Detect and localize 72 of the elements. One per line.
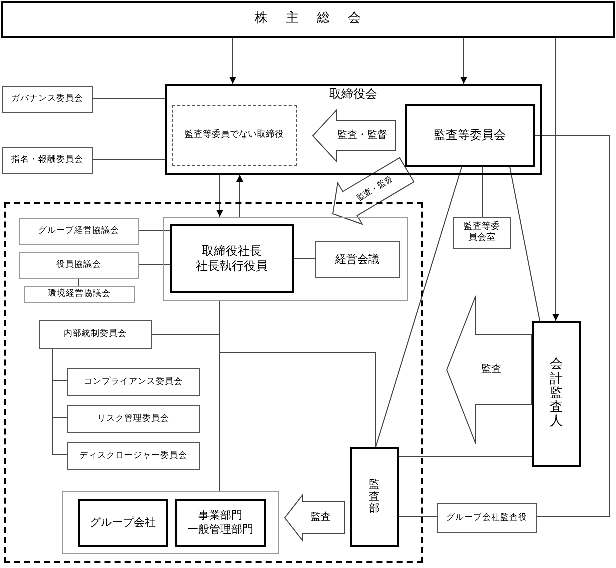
box-label: グループ会社	[90, 516, 156, 530]
block-arrow	[446, 296, 532, 444]
box-label: 監査等委員会	[434, 128, 506, 143]
connector-line	[398, 516, 438, 518]
connector-line	[138, 230, 170, 232]
connector-line	[294, 258, 316, 260]
box-label: 指名・報酬委員会	[12, 155, 84, 166]
org-box	[315, 241, 400, 278]
box-label: 監査等委員でない取締役	[185, 130, 284, 142]
org-box	[453, 217, 511, 249]
connector-line	[376, 166, 462, 448]
org-box	[405, 104, 535, 167]
box-label: 役員協議会	[56, 260, 102, 271]
arrow	[216, 174, 224, 218]
org-box	[67, 368, 200, 396]
group-frame	[62, 491, 279, 554]
box-title: 取締役会	[330, 87, 378, 102]
box-label: 環境経営協議会	[48, 289, 111, 300]
box-label: 監査等委員会室	[464, 222, 500, 244]
edge-label: 監査・監督	[336, 131, 388, 141]
connector-line	[534, 136, 610, 518]
connector-line	[398, 456, 532, 458]
block-arrow	[332, 157, 415, 226]
arrow	[552, 38, 560, 322]
box-label: 取締役社長	[202, 244, 262, 258]
edge-label: 監査	[480, 365, 502, 375]
box-label: ディスクロージャー委員会	[80, 450, 188, 462]
group-frame	[163, 217, 408, 301]
org-box	[165, 84, 542, 175]
org-box	[175, 499, 266, 547]
box-label: 内部統制委員会	[64, 329, 127, 340]
org-box	[532, 321, 581, 467]
block-arrow	[312, 108, 396, 164]
dashed-box	[172, 105, 297, 166]
org-box	[1, 1, 615, 38]
edge-label: 監査	[310, 513, 332, 523]
box-label: リスク管理委員会	[98, 414, 170, 424]
box-label: ガバナンス委員会	[12, 94, 84, 105]
arrow	[230, 38, 236, 84]
connector-line	[138, 264, 170, 266]
box-label: 事業部門	[198, 509, 242, 523]
box-label: 社長執行役員	[196, 258, 268, 274]
block-arrow	[284, 494, 346, 542]
box-label: グループ会社監査役	[446, 512, 528, 524]
box-label: 株 主 総 会	[254, 11, 362, 28]
box-label: 会計監査人	[550, 358, 563, 430]
org-box	[2, 147, 93, 174]
dashed-group-frame	[4, 202, 423, 563]
box-label: 経営会議	[336, 252, 380, 266]
org-box	[170, 224, 294, 293]
edge-label: 監査・監督	[355, 174, 396, 204]
connector-line	[482, 166, 484, 218]
org-box	[67, 405, 200, 433]
connector-line	[510, 166, 540, 322]
org-box	[2, 86, 93, 113]
box-label: コンプライアンス委員会	[84, 376, 183, 388]
org-box	[78, 499, 168, 547]
connector-line	[92, 98, 166, 100]
box-label: 一般管理部門	[188, 523, 254, 537]
org-box	[24, 286, 135, 303]
org-box	[39, 320, 152, 349]
org-box	[350, 447, 399, 547]
org-box	[19, 252, 139, 279]
arrow	[236, 174, 244, 218]
org-box	[19, 218, 139, 245]
box-label: グループ経営協議会	[38, 226, 120, 237]
arrow	[460, 38, 468, 84]
org-box	[67, 442, 200, 470]
connector-line	[52, 348, 68, 456]
org-box	[437, 503, 537, 533]
box-label: 監査部	[369, 478, 380, 516]
connector-line	[78, 278, 80, 286]
